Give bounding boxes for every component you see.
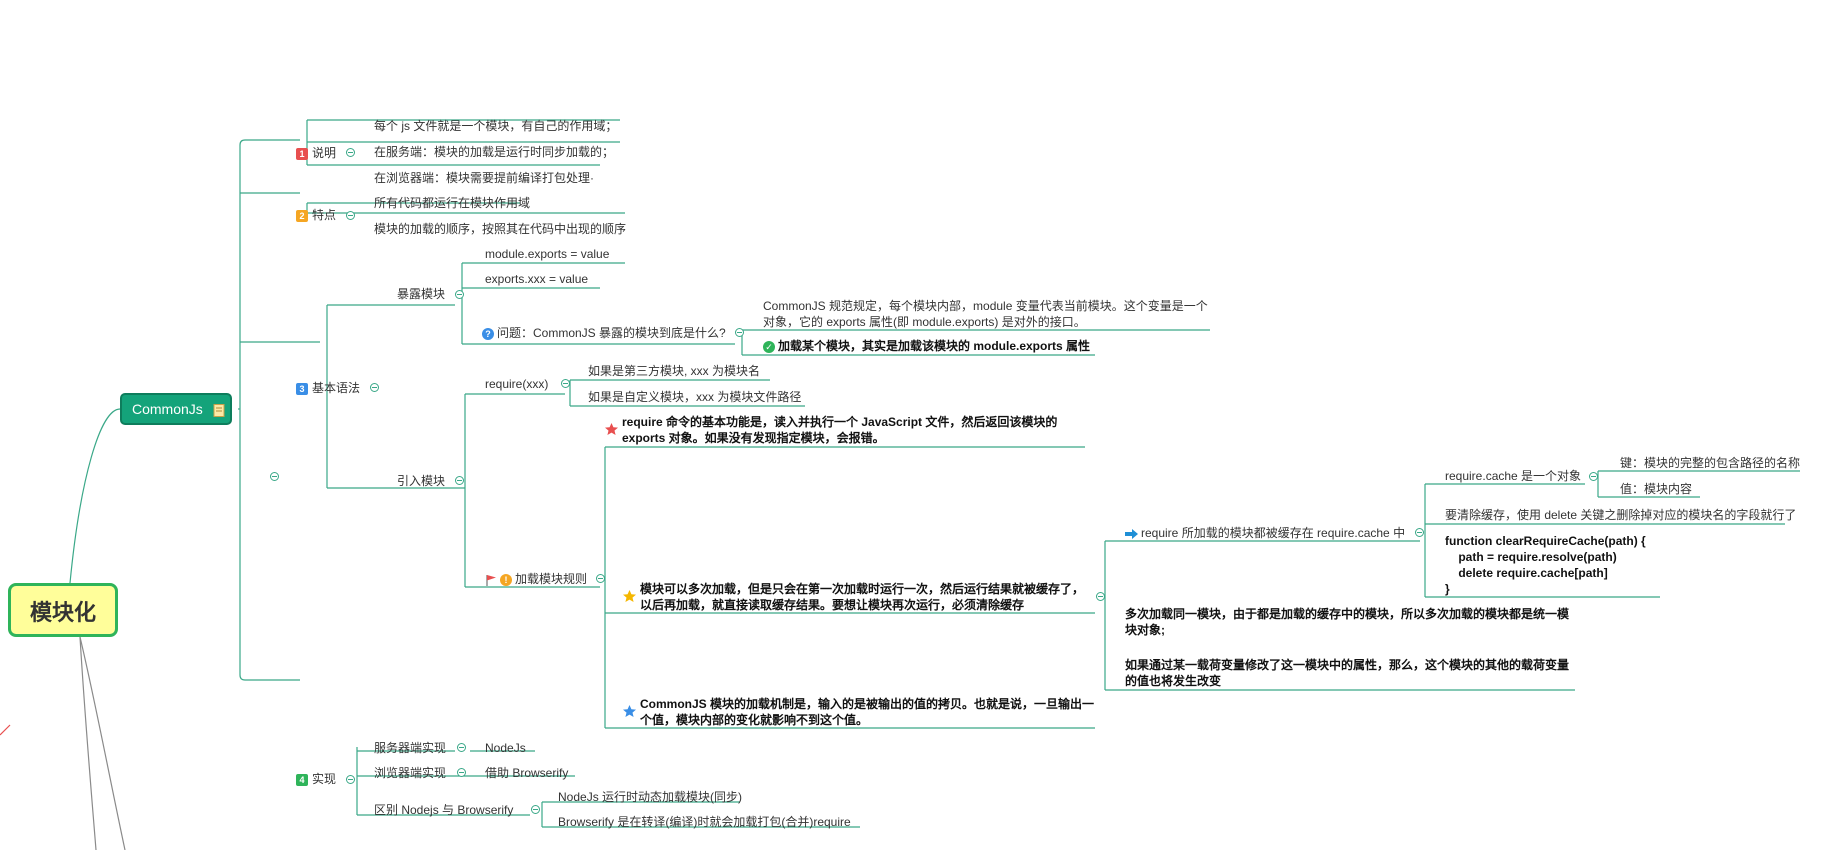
badge-3: 3 <box>296 382 308 395</box>
rule-3: CommonJS 模块的加载机制是，输入的是被输出的值的拷贝。也就是说，一旦输出… <box>623 696 1095 728</box>
collapse-toggle[interactable] <box>370 383 379 392</box>
section-2-label: 特点 <box>312 208 337 222</box>
check-icon: ✓ <box>763 340 775 353</box>
collapse-toggle[interactable] <box>346 775 355 784</box>
clear-cache-text: 要清除缓存，使用 delete 关键之删除掉对应的模块名的字段就行了 <box>1445 508 1797 522</box>
load-rules-label: 加载模块规则 <box>515 572 588 586</box>
expose-module[interactable]: 暴露模块 <box>397 287 446 301</box>
code-line: path = require.resolve(path) <box>1445 550 1617 564</box>
list-item: 如果是第三方模块, xxx 为模块名 <box>588 364 761 378</box>
browser-impl-value: 借助 Browserify <box>485 766 569 780</box>
list-item: 如果是自定义模块，xxx 为模块文件路径 <box>588 390 802 404</box>
multi-load-text-2: 如果通过某一载荷变量修改了这一模块中的属性，那么，这个模块的其他的载荷变量的值也… <box>1125 658 1570 688</box>
question-label: 问题：CommonJS 暴露的模块到底是什么? <box>497 326 726 340</box>
section-3[interactable]: 3 基本语法 <box>296 380 360 396</box>
browser-impl[interactable]: 浏览器端实现 <box>374 766 447 780</box>
commonjs-label: CommonJs <box>132 401 203 417</box>
list-item: 每个 js 文件就是一个模块，有自己的作用域； <box>374 119 618 133</box>
list-item: 值：模块内容 <box>1620 482 1693 496</box>
arrow-right-icon <box>1125 528 1138 539</box>
rule-1-text: require 命令的基本功能是，读入并执行一个 JavaScript 文件，然… <box>622 415 1058 445</box>
badge-2: 2 <box>296 209 308 222</box>
cache-object-node[interactable]: require.cache 是一个对象 <box>1445 469 1582 483</box>
multi-load-text-1: 多次加载同一模块，由于都是加载的缓存中的模块，所以多次加载的模块都是统一模块对象… <box>1125 607 1570 637</box>
list-item: exports.xxx = value <box>485 272 589 286</box>
commonjs-node[interactable]: CommonJs <box>120 393 232 425</box>
list-item: 所有代码都运行在模块作用域 <box>374 196 531 210</box>
collapse-toggle[interactable] <box>735 328 744 337</box>
answer-text: CommonJS 规范规定，每个模块内部，module 变量代表当前模块。这个变… <box>763 299 1208 329</box>
section-1[interactable]: 1 说明 <box>296 145 336 161</box>
rule-3-text: CommonJS 模块的加载机制是，输入的是被输出的值的拷贝。也就是说，一旦输出… <box>640 697 1095 727</box>
section-1-label: 说明 <box>312 146 337 160</box>
collapse-toggle[interactable] <box>1096 592 1105 601</box>
section-4-label: 实现 <box>312 772 337 786</box>
list-item: module.exports = value <box>485 247 610 261</box>
cache-node[interactable]: require 所加载的模块都被缓存在 require.cache 中 <box>1125 525 1405 541</box>
star-blue-icon <box>623 705 636 717</box>
collapse-toggle[interactable] <box>457 768 466 777</box>
code-line: } <box>1445 582 1450 596</box>
star-red-icon <box>605 423 618 435</box>
question-icon: ? <box>482 327 494 340</box>
answer-bold: ✓加载某个模块，其实是加载该模块的 module.exports 属性 <box>763 338 1090 354</box>
collapse-toggle[interactable] <box>455 476 464 485</box>
import-module[interactable]: 引入模块 <box>397 474 446 488</box>
collapse-toggle[interactable] <box>346 148 355 157</box>
note-icon <box>213 403 225 417</box>
root-node[interactable]: 模块化 <box>8 583 118 637</box>
badge-4: 4 <box>296 773 308 786</box>
question-node[interactable]: ?问题：CommonJS 暴露的模块到底是什么? <box>482 325 726 341</box>
list-item: NodeJs 运行时动态加载模块(同步) <box>558 790 743 804</box>
section-2[interactable]: 2 特点 <box>296 207 336 223</box>
collapse-toggle[interactable] <box>455 290 464 299</box>
cache-label: require 所加载的模块都被缓存在 require.cache 中 <box>1141 526 1406 540</box>
server-impl-value: NodeJs <box>485 741 526 755</box>
list-item: 在服务端：模块的加载是运行时同步加载的； <box>374 145 615 159</box>
rule-2-text: 模块可以多次加载，但是只会在第一次加载时运行一次，然后运行结果就被缓存了，以后再… <box>640 582 1085 612</box>
collapse-toggle[interactable] <box>561 379 570 388</box>
flag-icon <box>486 574 496 586</box>
list-item: Browserify 是在转译(编译)时就会加载打包(合并)require <box>558 815 851 829</box>
answer-bold-text: 加载某个模块，其实是加载该模块的 module.exports 属性 <box>778 339 1091 353</box>
collapse-toggle[interactable] <box>270 472 279 481</box>
collapse-toggle[interactable] <box>531 805 540 814</box>
diff-node[interactable]: 区别 Nodejs 与 Browserify <box>374 803 514 817</box>
list-item: 键：模块的完整的包含路径的名称 <box>1620 456 1801 470</box>
server-impl[interactable]: 服务器端实现 <box>374 741 447 755</box>
collapse-toggle[interactable] <box>1589 472 1598 481</box>
code-line: function clearRequireCache(path) { <box>1445 534 1646 548</box>
list-item: 在浏览器端：模块需要提前编译打包处理· <box>374 171 594 185</box>
rule-1: require 命令的基本功能是，读入并执行一个 JavaScript 文件，然… <box>605 414 1082 446</box>
collapse-toggle[interactable] <box>596 574 605 583</box>
rule-2: 模块可以多次加载，但是只会在第一次加载时运行一次，然后运行结果就被缓存了，以后再… <box>623 581 1085 613</box>
load-rules-node[interactable]: !加载模块规则 <box>485 571 587 587</box>
star-yellow-icon <box>623 590 636 602</box>
code-line: delete require.cache[path] <box>1445 566 1608 580</box>
collapse-toggle[interactable] <box>1415 528 1424 537</box>
list-item: 模块的加载的顺序，按照其在代码中出现的顺序 <box>374 222 627 236</box>
require-node[interactable]: require(xxx) <box>485 377 549 391</box>
section-3-label: 基本语法 <box>312 381 361 395</box>
collapse-toggle[interactable] <box>346 211 355 220</box>
badge-1: 1 <box>296 147 308 160</box>
warning-icon: ! <box>500 573 512 586</box>
collapse-toggle[interactable] <box>457 743 466 752</box>
section-4[interactable]: 4 实现 <box>296 771 336 787</box>
